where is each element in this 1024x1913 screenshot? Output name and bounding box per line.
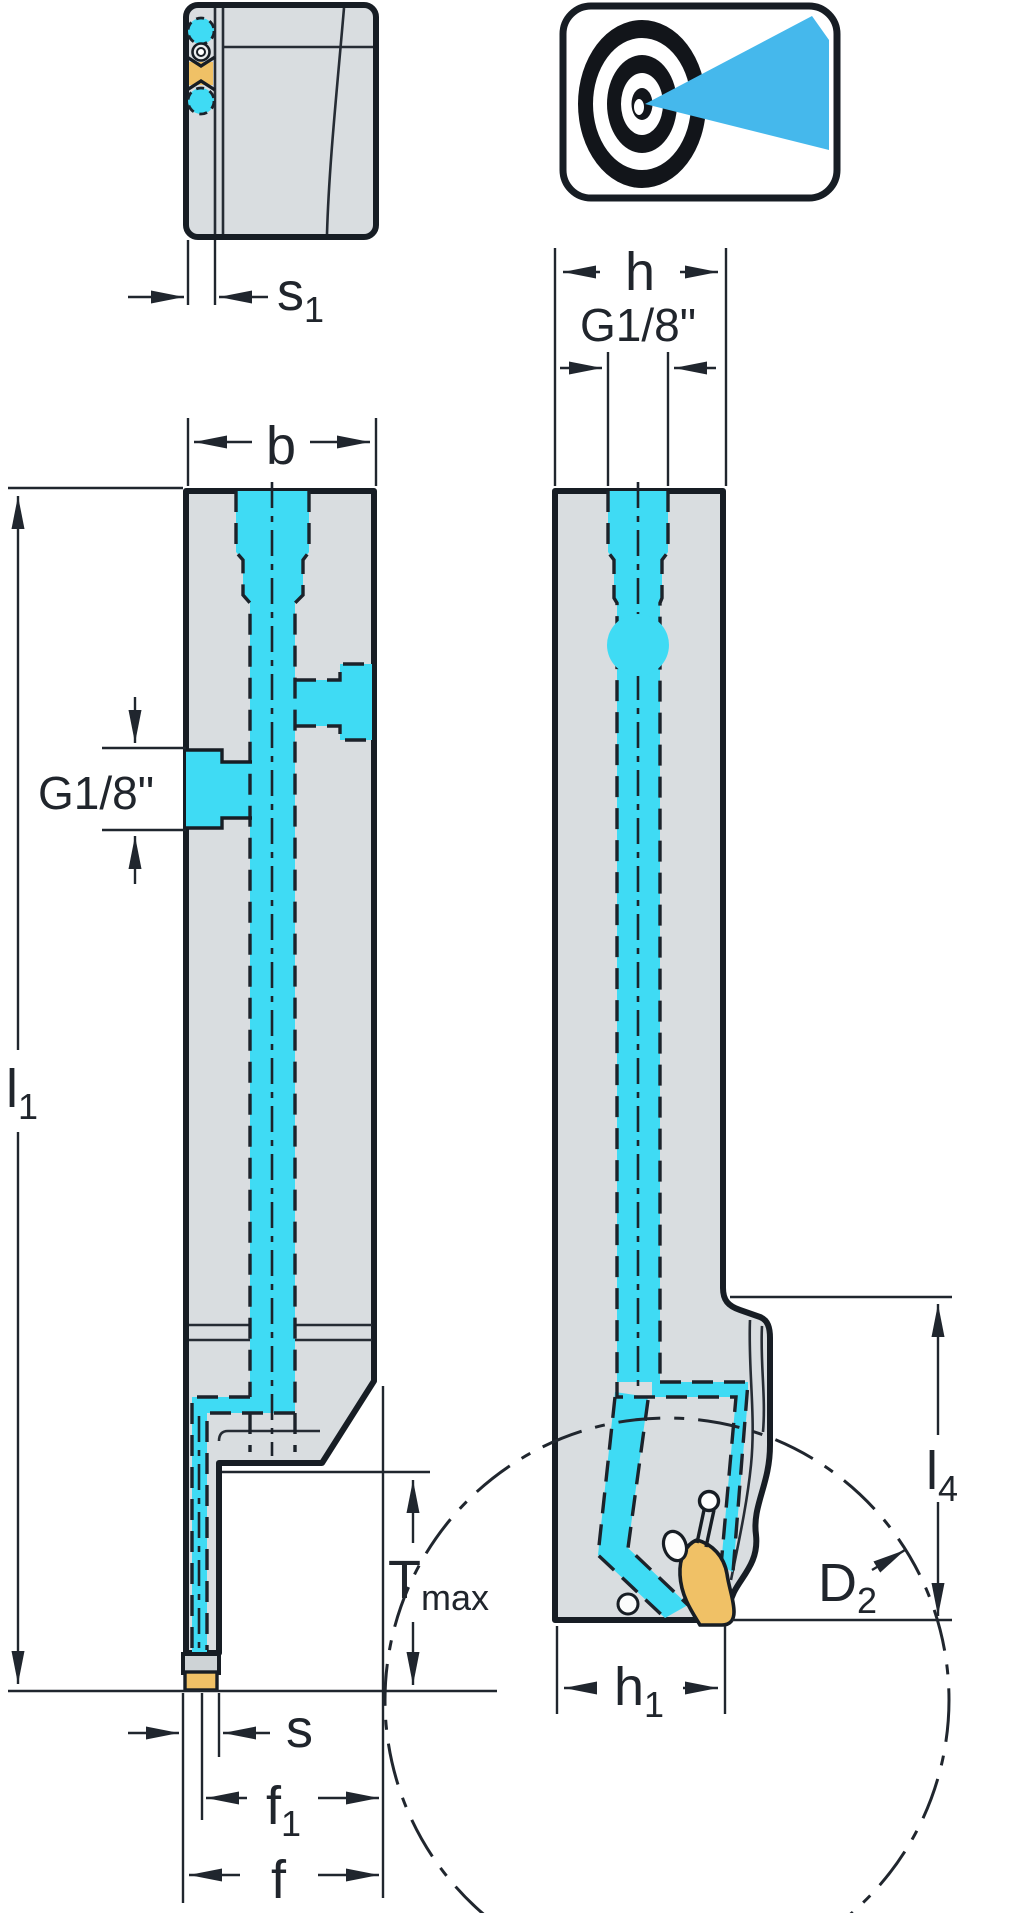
dim-label-l1: l1: [6, 1059, 38, 1127]
top-view-curved-face: [325, 7, 346, 235]
coolant-beam: [645, 16, 829, 150]
dim-label-tmax: Tmax: [388, 1550, 489, 1618]
dim-label-h1: h1: [614, 1657, 664, 1725]
drill-stubs-dashed: [248, 1413, 297, 1452]
branch-left-dashed: [596, 1396, 690, 1620]
dim-label-f1: f1: [266, 1776, 301, 1844]
dim-label-l4: l4: [926, 1441, 958, 1509]
top-view: [183, 2, 379, 240]
coolant-exit-hole-bottom: [186, 86, 216, 116]
coolant-side-port-left: [186, 750, 252, 828]
screw-stem-1: [695, 1509, 706, 1544]
port-left-steps: [186, 748, 252, 830]
sculpt-line-2: [760, 1325, 766, 1433]
insert-chevron-bottom: [186, 78, 216, 92]
clamp-screw-hole: [196, 47, 206, 57]
top-view-outline: [183, 2, 379, 240]
front-step-detail: [217, 1429, 320, 1442]
elbow-side-dashed: [615, 1380, 750, 1573]
sculpt-line-1: [729, 1319, 754, 1581]
precision-coolant-icon: [559, 2, 841, 202]
d2-reference-circle: [383, 1416, 951, 1913]
pin-hole: [616, 1592, 640, 1616]
dim-label-h: h: [625, 242, 655, 302]
dimensions: s1 b h G1/8" G1/8" l1: [6, 240, 958, 1910]
insert-chevron-top: [186, 55, 216, 69]
screw-stem-2: [704, 1509, 716, 1548]
clamp-finger: [661, 1529, 689, 1563]
target-center-hole: [634, 99, 644, 115]
port-right-dashed: [295, 662, 372, 742]
coolant-branch-left: [598, 1392, 688, 1618]
dim-label-d2: D2: [818, 1553, 877, 1621]
insert-top-view: [189, 62, 213, 85]
coolant-elbow-side: [652, 1382, 748, 1397]
dim-label-s: s: [286, 1699, 313, 1759]
dim-label-s1: s1: [277, 262, 324, 330]
insert-front: [183, 1670, 219, 1692]
insert-side: [678, 1538, 736, 1627]
coolant-ball-valve: [607, 614, 669, 676]
d2-arrow: [871, 1548, 906, 1573]
coolant-branch-right: [721, 1397, 748, 1572]
dim-label-f: f: [271, 1850, 287, 1910]
insert-seat-front: [181, 1652, 221, 1675]
elbow-dashed: [190, 1395, 295, 1650]
coolant-exit-hole-top: [186, 16, 216, 46]
dim-label-b: b: [266, 416, 296, 476]
bore-dashed-right: [293, 491, 311, 1413]
front-view: [181, 482, 377, 1692]
coolant-side-port-right: [295, 664, 372, 740]
dim-label-g18-top: G1/8": [580, 299, 696, 351]
bore-dashed-left: [234, 491, 252, 1397]
clamp-screw-head: [697, 1489, 721, 1513]
bore-side-dashed: [606, 491, 670, 1382]
side-view: [552, 482, 773, 1627]
dim-label-g18-side: G1/8": [38, 767, 154, 819]
coolant-elbow-front: [192, 1397, 295, 1413]
